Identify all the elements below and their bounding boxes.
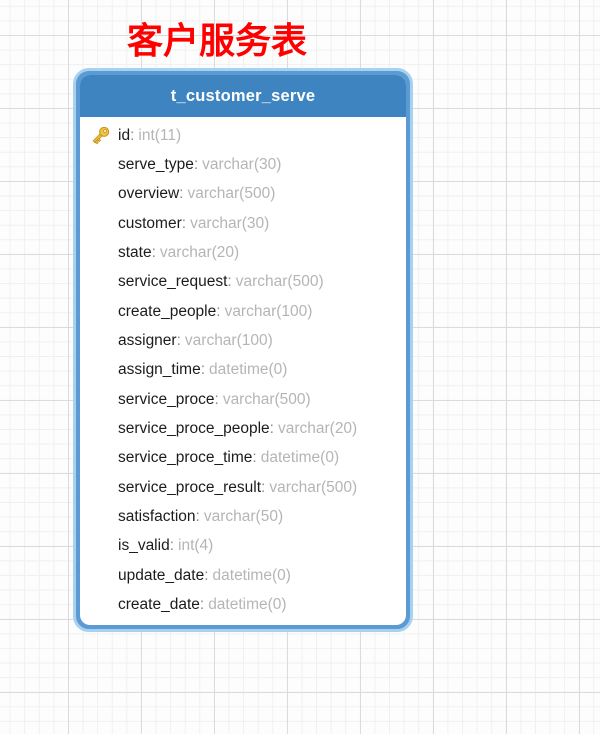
key-cell [87,301,118,322]
key-cell [87,419,118,440]
field-colon: : [214,390,219,408]
field-row[interactable]: service_proce: varchar(500) [87,385,402,414]
field-name: customer [118,214,182,232]
field-row[interactable]: satisfaction: varchar(50) [87,502,402,531]
field-colon: : [179,185,184,203]
field-type: int(4) [178,537,214,555]
key-cell [87,125,118,146]
field-type: varchar(100) [184,332,273,350]
field-colon: : [200,361,206,379]
field-type: datetime(0) [260,449,340,467]
field-row[interactable]: create_people: varchar(100) [87,297,402,326]
field-name: is_valid [118,537,170,555]
field-name: serve_type [118,156,194,174]
field-colon: : [151,244,156,262]
field-name: service_proce [118,390,215,408]
field-colon: : [227,273,232,291]
field-type: varchar(30) [202,156,282,174]
key-cell [87,448,118,469]
field-name: state [118,244,152,262]
field-row[interactable]: assign_time: datetime(0) [87,356,402,385]
field-row[interactable]: create_date: datetime(0) [87,591,402,620]
key-cell [87,565,118,586]
table-card-body: t_customer_serve id: int(11) [80,75,406,625]
field-type: varchar(500) [187,185,276,203]
field-type: int(11) [138,126,182,144]
field-name: satisfaction [118,508,196,526]
key-cell [87,360,118,381]
field-row[interactable]: assigner: varchar(100) [87,326,402,355]
field-name: service_request [118,273,228,291]
field-row[interactable]: service_request: varchar(500) [87,268,402,297]
key-cell [87,155,118,176]
field-row[interactable]: serve_type: varchar(30) [87,150,402,179]
field-type: varchar(500) [235,273,324,291]
field-colon: : [193,156,199,174]
field-row[interactable]: service_proce_result: varchar(500) [87,473,402,502]
key-cell [87,272,118,293]
field-colon: : [252,449,257,467]
key-cell [87,331,118,352]
field-type: datetime(0) [208,596,287,614]
field-colon: : [261,478,266,496]
field-row[interactable]: customer: varchar(30) [87,209,402,238]
field-type: varchar(500) [222,390,311,408]
field-colon: : [130,126,135,144]
key-cell [87,213,118,234]
field-name: overview [118,185,180,203]
key-cell [87,477,118,498]
field-row[interactable]: id: int(11) [87,121,402,150]
field-name: service_proce_time [118,449,253,467]
primary-key-icon [92,126,110,145]
key-cell [87,389,118,410]
field-colon: : [169,537,175,555]
field-row[interactable]: overview: varchar(500) [87,180,402,209]
field-colon: : [181,214,187,232]
field-colon: : [176,332,181,350]
field-name: create_date [118,596,200,614]
field-list: id: int(11) serve_type: varchar(30) [80,117,406,625]
key-cell [87,243,118,264]
table-title-bar[interactable]: t_customer_serve [80,75,406,117]
field-row[interactable]: state: varchar(20) [87,238,402,267]
field-type: datetime(0) [209,361,288,379]
table-object[interactable]: t_customer_serve id: int(11) [73,68,413,632]
field-type: varchar(50) [203,508,284,526]
field-colon: : [269,420,274,438]
field-name: service_proce_result [118,478,262,496]
key-cell [87,595,118,616]
field-type: varchar(20) [159,244,240,262]
key-cell [87,184,118,205]
field-name: assigner [118,332,177,350]
field-row[interactable]: update_date: datetime(0) [87,561,402,590]
field-row[interactable]: service_proce_time: datetime(0) [87,444,402,473]
field-colon: : [195,508,200,526]
key-cell [87,536,118,557]
field-row[interactable]: is_valid: int(4) [87,532,402,561]
field-type: varchar(20) [277,420,358,438]
field-type: varchar(100) [224,302,313,320]
field-colon: : [216,302,221,320]
field-type: varchar(30) [190,214,270,232]
field-type: datetime(0) [212,566,291,584]
field-type: varchar(500) [269,478,358,496]
field-name: id [118,126,131,144]
field-name: create_people [118,302,217,320]
field-colon: : [199,596,205,614]
field-row[interactable]: service_proce_people: varchar(20) [87,414,402,443]
diagram-title-label[interactable]: 客户服务表 [127,20,308,61]
field-name: service_proce_people [118,420,270,438]
field-colon: : [204,566,209,584]
field-name: update_date [118,566,205,584]
key-cell [87,507,118,528]
field-name: assign_time [118,361,201,379]
